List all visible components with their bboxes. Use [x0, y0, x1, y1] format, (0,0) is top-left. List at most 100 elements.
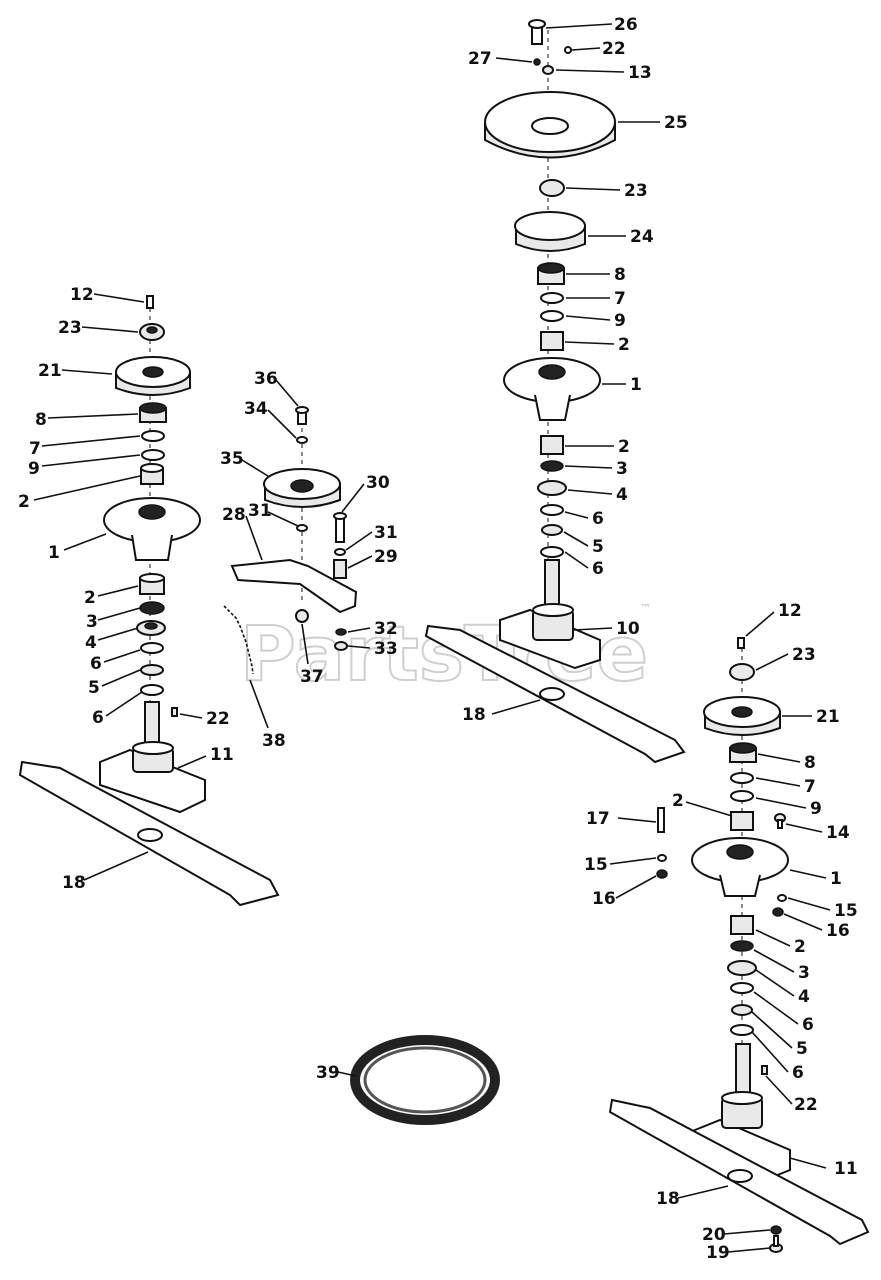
- part-bearing-4[interactable]: [136, 620, 166, 636]
- callout-8: 8: [35, 410, 47, 430]
- part-hub-24[interactable]: [514, 211, 586, 252]
- callout-38: 38: [262, 731, 286, 751]
- part-pulley-21-right[interactable]: [703, 696, 781, 736]
- part-pulley-21[interactable]: [115, 356, 191, 396]
- callout-33: 33: [374, 639, 398, 659]
- part-bearing-8-right[interactable]: [729, 742, 757, 763]
- part-washer-5[interactable]: [140, 664, 164, 676]
- part-nut-16-right[interactable]: [772, 907, 784, 917]
- part-spacer-2-right[interactable]: [730, 811, 754, 831]
- callout-2-right: 2: [672, 791, 684, 811]
- callout-5-right: 5: [796, 1039, 808, 1059]
- part-seal-3-right[interactable]: [730, 940, 754, 952]
- part-washer-6-right-lower[interactable]: [730, 1024, 754, 1036]
- callout-31: 31: [248, 501, 272, 521]
- part-washer-15-right[interactable]: [777, 894, 787, 902]
- center-spindle-assembly: [424, 19, 686, 764]
- part-housing-1[interactable]: [103, 497, 201, 561]
- part-bearing-4-top[interactable]: [537, 480, 567, 496]
- part-spacer-2[interactable]: [140, 463, 164, 485]
- part-nut-16[interactable]: [656, 869, 668, 879]
- part-spindle-11[interactable]: [99, 701, 206, 814]
- part-bolt-30[interactable]: [333, 512, 347, 543]
- part-washer-6-lower[interactable]: [140, 684, 164, 696]
- callout-6: 6: [90, 654, 102, 674]
- part-spring-38[interactable]: [223, 605, 254, 675]
- part-bushing-29[interactable]: [333, 559, 347, 579]
- part-spacer-2-top[interactable]: [540, 331, 564, 351]
- part-washer-6[interactable]: [140, 642, 164, 654]
- part-bolt-36[interactable]: [295, 406, 309, 425]
- part-bolt-12[interactable]: [146, 295, 154, 309]
- callout-15: 15: [584, 855, 608, 875]
- part-washer-6-top[interactable]: [540, 504, 564, 516]
- part-bolt-14[interactable]: [774, 813, 786, 829]
- part-bearing-8[interactable]: [139, 402, 167, 423]
- part-washer-20[interactable]: [770, 1225, 782, 1235]
- part-spacer-31[interactable]: [296, 524, 308, 532]
- callout-2: 2: [18, 492, 30, 512]
- part-key-22[interactable]: [171, 707, 178, 717]
- part-washer-5-top[interactable]: [541, 524, 563, 536]
- callout-5-top: 5: [592, 537, 604, 557]
- part-housing-1-right[interactable]: [691, 837, 789, 897]
- part-bolt-19[interactable]: [769, 1235, 783, 1253]
- part-washer-27[interactable]: [533, 58, 541, 66]
- part-washer-7-top[interactable]: [540, 292, 564, 304]
- callout-11: 11: [210, 745, 234, 765]
- part-idler-pulley-35[interactable]: [263, 468, 341, 508]
- callout-17: 17: [586, 809, 610, 829]
- callout-37: 37: [300, 667, 324, 687]
- part-bolt-26[interactable]: [528, 19, 546, 45]
- part-key-22-right[interactable]: [761, 1065, 768, 1075]
- callout-11-right: 11: [834, 1159, 858, 1179]
- part-bearing-4-right[interactable]: [727, 960, 757, 976]
- part-spindle-11-right[interactable]: [689, 1043, 791, 1182]
- part-washer-5-right[interactable]: [731, 1004, 753, 1016]
- part-washer-15[interactable]: [657, 854, 667, 862]
- part-washer-34[interactable]: [296, 436, 308, 444]
- part-washer-9[interactable]: [141, 449, 165, 461]
- part-spacer-2-top-lower[interactable]: [540, 435, 564, 455]
- part-pulley-25[interactable]: [484, 91, 616, 159]
- callout-34: 34: [244, 399, 268, 419]
- callout-15-right: 15: [834, 901, 858, 921]
- callout-27: 27: [468, 49, 492, 69]
- part-nut-23[interactable]: [139, 323, 165, 341]
- callout-31-right: 31: [374, 523, 398, 543]
- part-nut-23-top[interactable]: [539, 179, 565, 197]
- part-bolt-12-right[interactable]: [737, 637, 745, 649]
- callout-9-top: 9: [614, 311, 626, 331]
- part-nut-13[interactable]: [542, 65, 554, 75]
- part-belt-39[interactable]: [350, 1035, 500, 1125]
- part-seal-3[interactable]: [139, 601, 165, 615]
- part-washer-9-top[interactable]: [540, 310, 564, 322]
- callout-32: 32: [374, 619, 398, 639]
- part-key-22-top[interactable]: [564, 46, 572, 54]
- part-bearing-8-top[interactable]: [537, 262, 565, 285]
- part-blade-18-top[interactable]: [424, 624, 686, 764]
- part-washer-7[interactable]: [141, 430, 165, 442]
- part-nut-23-right[interactable]: [729, 663, 755, 681]
- part-blade-18-right[interactable]: [608, 1098, 870, 1246]
- callout-3-right: 3: [798, 963, 810, 983]
- callout-16-right: 16: [826, 921, 850, 941]
- part-housing-1-top[interactable]: [503, 357, 601, 421]
- part-nut-33[interactable]: [334, 641, 348, 651]
- callout-14: 14: [826, 823, 850, 843]
- part-washer-9-right[interactable]: [730, 790, 754, 802]
- part-blade-18[interactable]: [18, 760, 280, 907]
- part-washer-31[interactable]: [334, 548, 346, 556]
- part-washer-32[interactable]: [335, 628, 347, 636]
- part-seal-3-top[interactable]: [540, 460, 564, 472]
- part-idler-arm-28[interactable]: [230, 558, 358, 614]
- part-spindle-10[interactable]: [499, 559, 601, 670]
- part-bolt-17[interactable]: [657, 807, 665, 833]
- part-washer-7-right[interactable]: [730, 772, 754, 784]
- part-washer-6-top-lower[interactable]: [540, 546, 564, 558]
- part-spacer-2-right-lower[interactable]: [730, 915, 754, 935]
- callout-22-right: 22: [794, 1095, 818, 1115]
- part-washer-6-right[interactable]: [730, 982, 754, 994]
- part-nut-37[interactable]: [295, 609, 309, 623]
- part-spacer-2-lower[interactable]: [139, 573, 165, 595]
